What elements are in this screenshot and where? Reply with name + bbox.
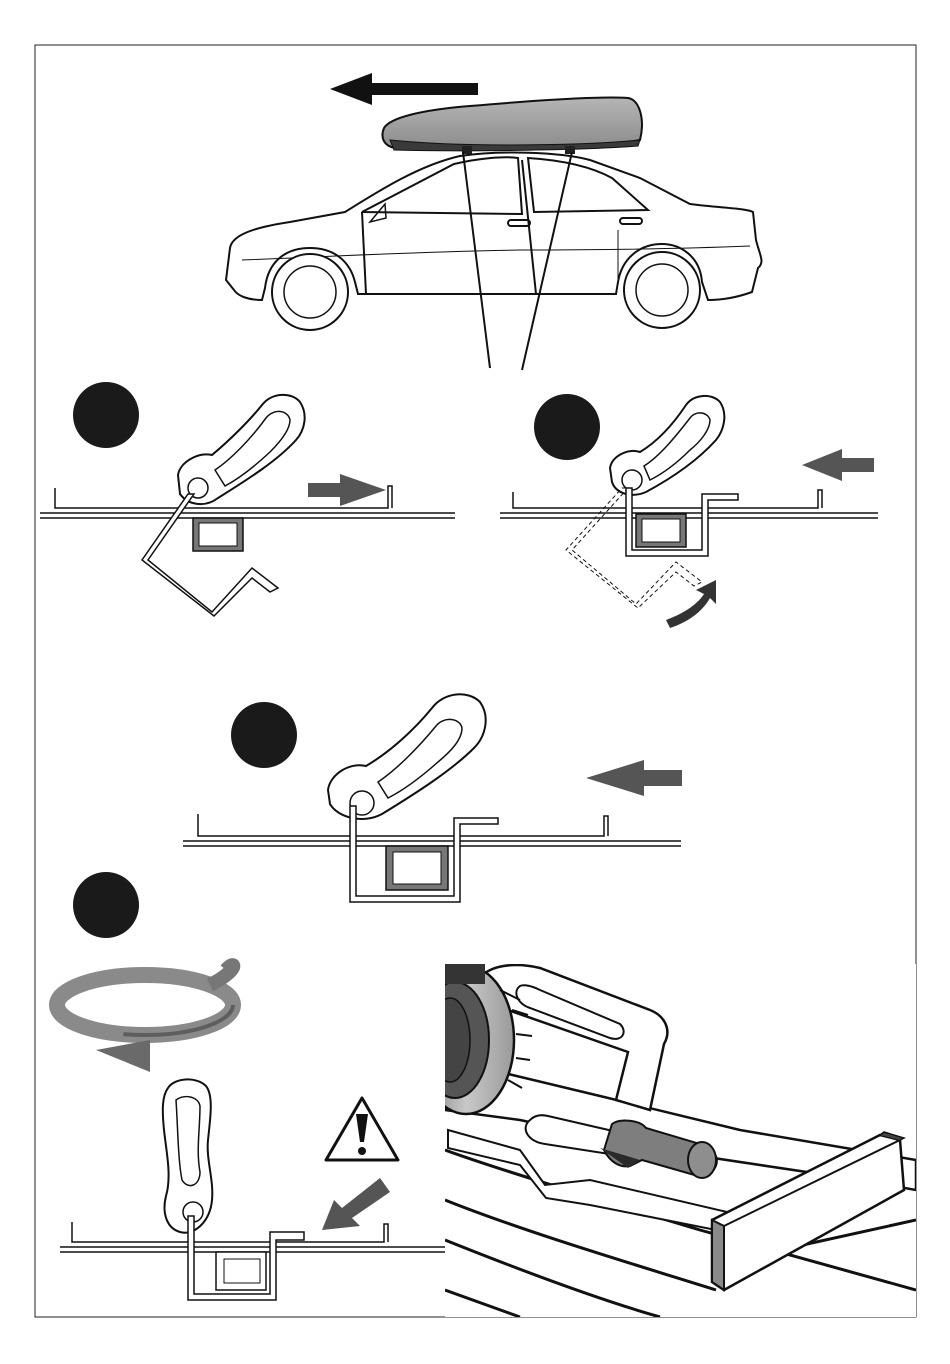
closeup-illustration bbox=[418, 964, 916, 1317]
step-1-diagram bbox=[40, 382, 455, 616]
arrow-down-left-icon bbox=[322, 1178, 390, 1230]
step-3-marker bbox=[231, 702, 297, 768]
step-2-diagram bbox=[500, 394, 878, 628]
car-wheel-front bbox=[272, 254, 348, 330]
step-4-marker bbox=[73, 872, 139, 938]
car-wheel-rear bbox=[624, 252, 700, 328]
callout-lines bbox=[463, 152, 572, 370]
warning-triangle-icon bbox=[326, 1098, 398, 1160]
rail bbox=[40, 486, 455, 518]
rail bbox=[60, 1222, 445, 1252]
car-with-roof-box-illustration bbox=[226, 73, 762, 370]
clamp-hook-previous-position bbox=[566, 488, 702, 608]
arrow-right-icon bbox=[308, 474, 386, 506]
step-4-diagram bbox=[57, 872, 445, 1300]
rotate-arrow-icon bbox=[666, 580, 716, 628]
arrow-left-icon bbox=[802, 449, 874, 481]
step-1-marker bbox=[73, 382, 139, 448]
arrow-left-icon bbox=[586, 760, 682, 796]
step-3-diagram bbox=[183, 694, 682, 902]
step-2-marker bbox=[534, 394, 600, 460]
rail bbox=[500, 490, 878, 518]
roof-box bbox=[382, 97, 641, 154]
rotation-ring-icon bbox=[57, 965, 233, 1072]
rail bbox=[183, 814, 681, 846]
arrow-left-icon bbox=[330, 73, 478, 105]
